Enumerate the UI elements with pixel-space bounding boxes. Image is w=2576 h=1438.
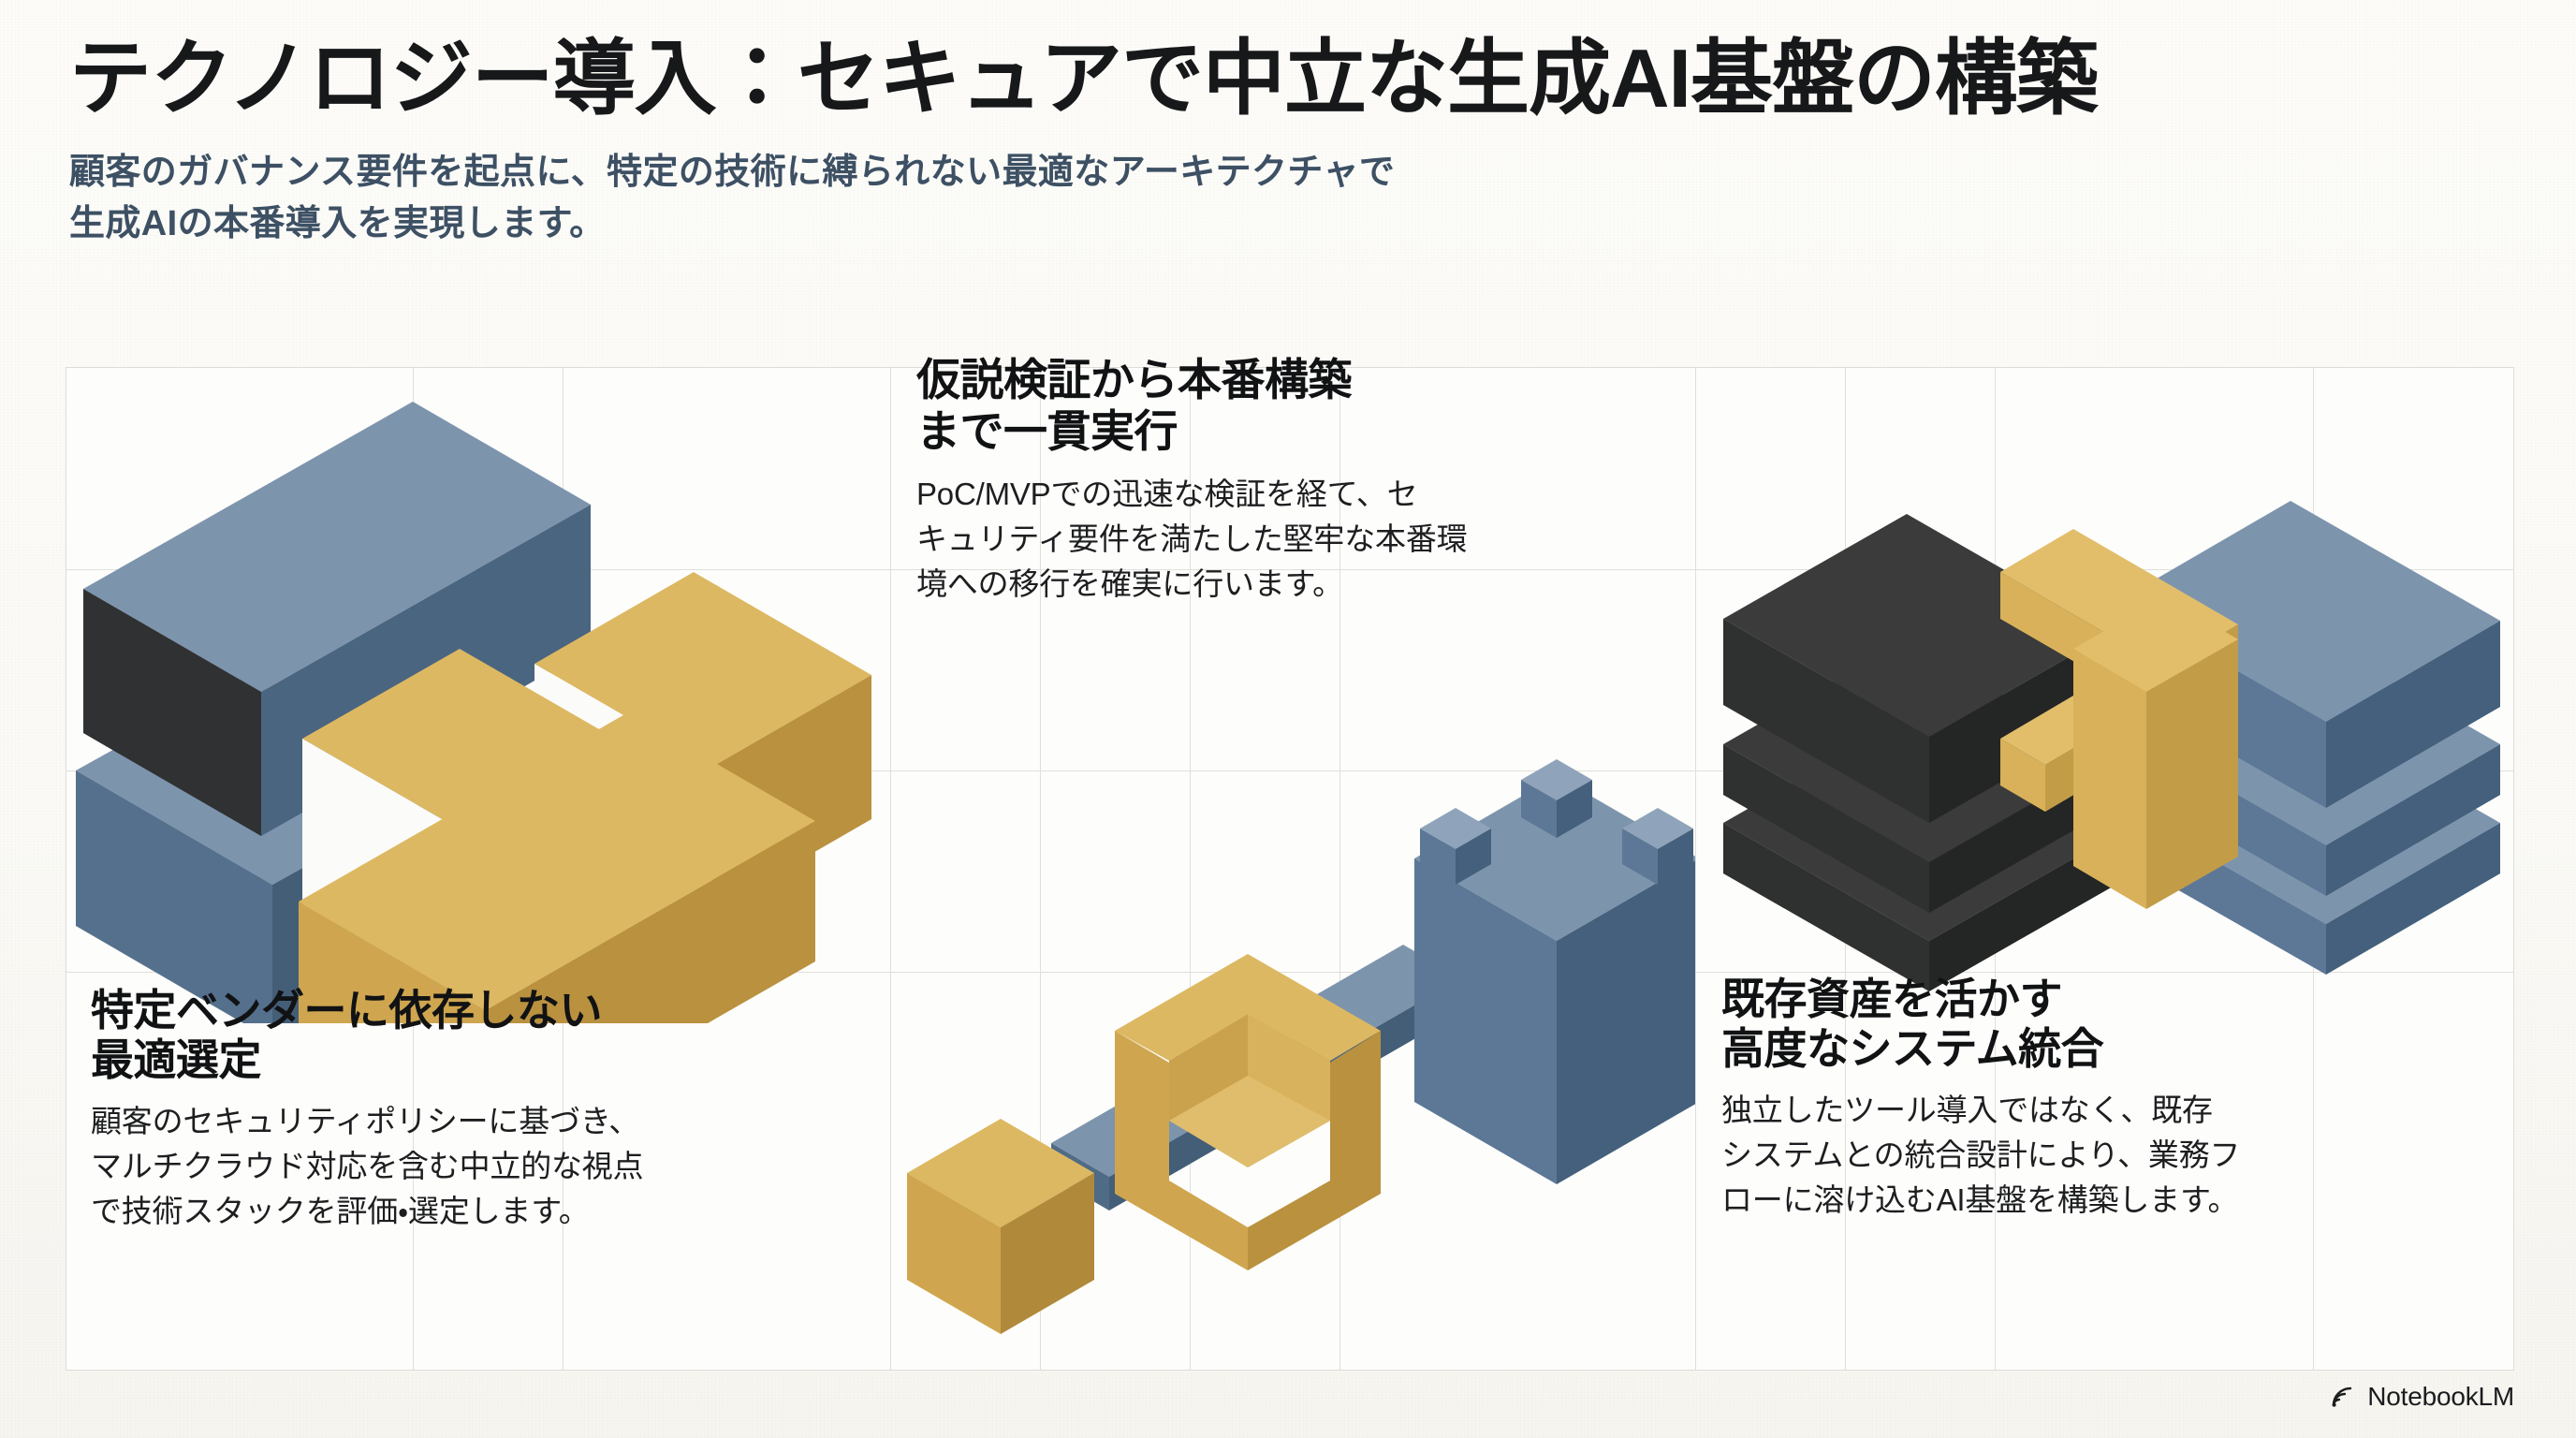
right-body: 独立したツール導入ではなく、既存 システムとの統合設計により、業務フ ローに溶け… — [1721, 1088, 2496, 1224]
column-poc-to-production: 仮説検証から本番構築 まで一貫実行 PoC/MVPでの迅速な検証を経て、セ キュ… — [890, 355, 1695, 1372]
column-system-integration: 既存資産を活かす 高度なシステム統合 独立したツール導入ではなく、既存 システム… — [1695, 368, 2515, 1370]
right-body-line-3: ローに溶け込むAI基盤を構築します。 — [1721, 1182, 2239, 1218]
middle-body-line-1: PoC/MVPでの迅速な検証を経て、セ — [916, 477, 1418, 512]
subtitle-line-1: 顧客のガバナンス要件を起点に、特定の技術に縛られない最適なアーキテクチャで — [69, 153, 1396, 193]
middle-body-line-3: 境への移行を確実に行います。 — [916, 566, 1343, 602]
middle-heading: 仮説検証から本番構築 まで一貫実行 — [916, 355, 1676, 457]
right-heading: 既存資産を活かす 高度なシステム統合 — [1721, 975, 2496, 1075]
left-body-line-3: で技術スタックを評価・選定します。 — [91, 1194, 590, 1229]
subtitle-line-2: 生成AIの本番導入を実現します。 — [69, 204, 606, 244]
middle-heading-line-1: 仮説検証から本番構築 — [916, 355, 1353, 404]
page-title: テクノロジー導入：セキュアで中立な生成AI基盤の構築 — [69, 32, 2099, 125]
middle-text-block: 仮説検証から本番構築 まで一貫実行 PoC/MVPでの迅速な検証を経て、セ キュ… — [890, 355, 1695, 608]
notebooklm-spiral-icon — [2328, 1383, 2356, 1411]
middle-body-line-2: キュリティ要件を満たした堅牢な本番環 — [916, 521, 1468, 557]
middle-heading-line-2: まで一貫実行 — [916, 405, 1178, 456]
left-body: 顧客のセキュリティポリシーに基づき、 マルチクラウド対応を含む中立的な視点 で技… — [91, 1099, 871, 1235]
footer-branding: NotebookLM — [2328, 1382, 2514, 1412]
left-body-line-2: マルチクラウド対応を含む中立的な視点 — [91, 1148, 644, 1183]
left-heading-line-2: 最適選定 — [91, 1035, 262, 1085]
left-heading-line-1: 特定ベンダーに依存しない — [91, 986, 603, 1034]
slide-header: テクノロジー導入：セキュアで中立な生成AI基盤の構築 顧客のガバナンス要件を起点… — [69, 34, 2466, 250]
stage-1-small-cube — [907, 1119, 1094, 1334]
left-text-block: 特定ベンダーに依存しない 最適選定 顧客のセキュリティポリシーに基づき、 マルチ… — [66, 986, 890, 1234]
column-vendor-neutral: 特定ベンダーに依存しない 最適選定 顧客のセキュリティポリシーに基づき、 マルチ… — [66, 368, 890, 1370]
page-subtitle: 顧客のガバナンス要件を起点に、特定の技術に縛られない最適なアーキテクチャで 生成… — [69, 147, 2466, 250]
notebooklm-label: NotebookLM — [2367, 1382, 2514, 1411]
gold-long-bar — [299, 712, 815, 1023]
left-heading: 特定ベンダーに依存しない 最適選定 — [91, 986, 871, 1086]
right-heading-line-1: 既存資産を活かす — [1721, 975, 2063, 1023]
illustration-layered-integration — [1695, 368, 2515, 1023]
right-body-line-1: 独立したツール導入ではなく、既存 — [1721, 1092, 2213, 1127]
middle-body: PoC/MVPでの迅速な検証を経て、セ キュリティ要件を満たした堅牢な本番環 境… — [916, 472, 1676, 608]
illustration-vendor-neutral — [66, 368, 890, 1023]
content-canvas: 特定ベンダーに依存しない 最適選定 顧客のセキュリティポリシーに基づき、 マルチ… — [66, 355, 2515, 1372]
illustration-ascending-stages — [890, 697, 1695, 1372]
right-body-line-2: システムとの統合設計により、業務フ — [1721, 1137, 2241, 1172]
left-body-line-1: 顧客のセキュリティポリシーに基づき、 — [91, 1103, 640, 1138]
right-text-block: 既存資産を活かす 高度なシステム統合 独立したツール導入ではなく、既存 システム… — [1695, 975, 2515, 1223]
gold-integration-connector — [2000, 529, 2238, 909]
stage-2-notched-cube — [1115, 954, 1381, 1270]
right-heading-line-2: 高度なシステム統合 — [1721, 1024, 2104, 1074]
stage-3-tower — [1414, 759, 1695, 1184]
